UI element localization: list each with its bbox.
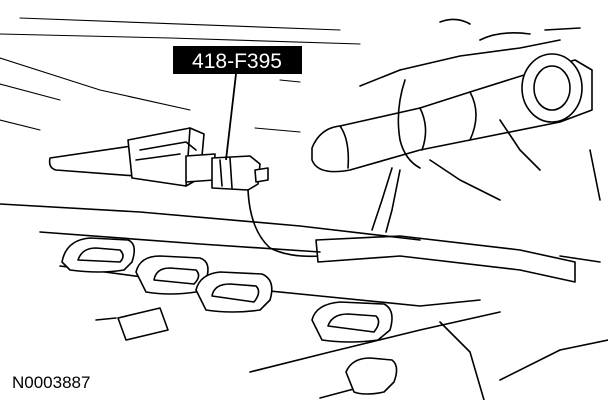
steering-column — [311, 18, 601, 233]
callout-label: 418-F395 — [192, 50, 282, 73]
special-tool — [48, 127, 321, 258]
callout-leader — [225, 73, 237, 161]
floor-surface-lines — [0, 17, 361, 133]
floor-pan — [0, 203, 608, 401]
wire-harness — [315, 235, 601, 283]
figure-id: N0003887 — [12, 373, 90, 392]
callout-box — [173, 46, 302, 74]
